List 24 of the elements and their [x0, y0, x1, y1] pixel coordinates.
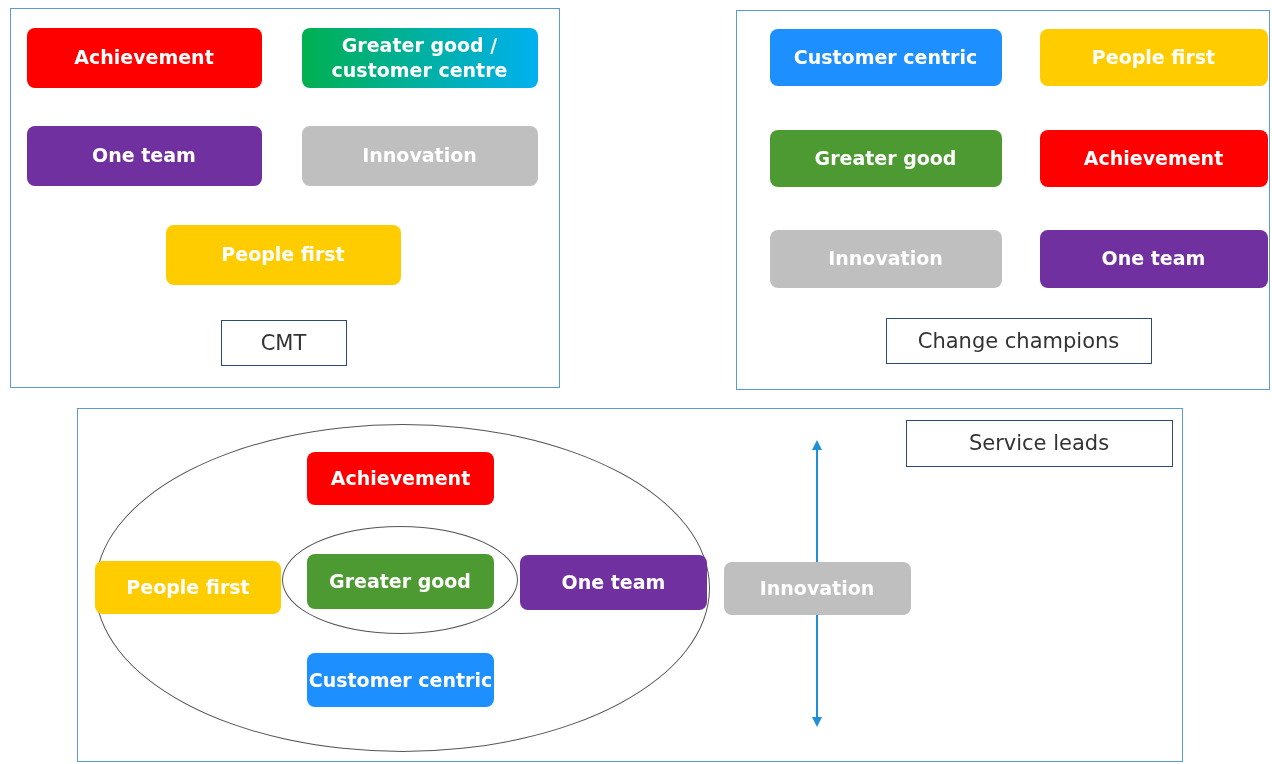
value-box: Greater good / customer centre — [301, 27, 538, 88]
value-box: Customer centric — [769, 28, 1002, 86]
value-box: Innovation — [769, 229, 1002, 288]
value-box: Customer centric — [307, 653, 494, 707]
value-box: Achievement — [26, 27, 262, 88]
value-box: People first — [1039, 28, 1268, 86]
value-box: People first — [165, 224, 401, 285]
group-panel — [77, 408, 1183, 762]
value-box: Innovation — [301, 125, 538, 186]
value-box: One team — [26, 125, 262, 186]
group-panel — [736, 10, 1270, 390]
group-panel — [10, 8, 560, 388]
ellipse — [94, 423, 710, 752]
label-box: Change champions — [885, 317, 1152, 364]
value-box: Innovation — [723, 561, 911, 615]
value-box: One team — [520, 555, 707, 610]
value-box: People first — [95, 561, 281, 614]
label-box: Service leads — [905, 419, 1173, 467]
value-box: Greater good — [769, 129, 1002, 187]
label-box: CMT — [220, 319, 347, 366]
value-box: One team — [1039, 229, 1268, 288]
value-box: Greater good — [306, 553, 494, 609]
value-box: Achievement — [307, 452, 494, 505]
value-box: Achievement — [1039, 129, 1268, 187]
